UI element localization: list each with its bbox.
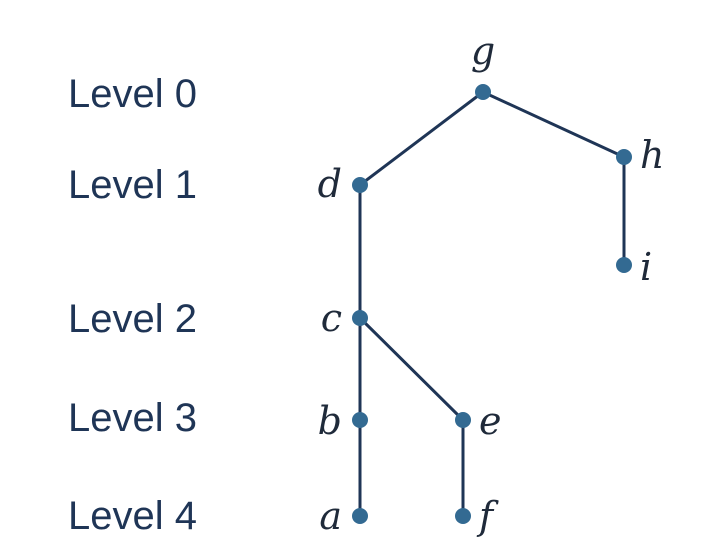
node-label-i: i bbox=[640, 245, 652, 289]
tree-edges bbox=[358, 90, 626, 518]
node-label-h: h bbox=[640, 133, 664, 177]
node-b bbox=[352, 412, 368, 428]
node-label-e: e bbox=[479, 399, 502, 443]
edge-g-h bbox=[481, 90, 626, 159]
node-label-f: f bbox=[476, 494, 499, 538]
level-label-1: Level 1 bbox=[68, 163, 197, 207]
edge-c-e bbox=[358, 316, 465, 422]
edge-g-d bbox=[358, 90, 485, 187]
node-g bbox=[475, 84, 491, 100]
level-label-4: Level 4 bbox=[68, 494, 197, 538]
node-label-b: b bbox=[318, 399, 342, 443]
node-f bbox=[455, 508, 471, 524]
level-label-0: Level 0 bbox=[68, 72, 197, 116]
node-label-a: a bbox=[319, 494, 342, 538]
node-label-d: d bbox=[318, 162, 342, 206]
level-label-3: Level 3 bbox=[68, 396, 197, 440]
node-labels: g d h i c b e a f bbox=[318, 29, 665, 538]
node-a bbox=[352, 508, 368, 524]
node-d bbox=[352, 177, 368, 193]
node-h bbox=[616, 149, 632, 165]
node-e bbox=[455, 412, 471, 428]
level-label-2: Level 2 bbox=[68, 297, 197, 341]
level-labels: Level 0 Level 1 Level 2 Level 3 Level 4 bbox=[68, 72, 197, 538]
tree-nodes bbox=[352, 84, 632, 524]
node-label-g: g bbox=[471, 29, 495, 73]
node-label-c: c bbox=[321, 296, 342, 340]
node-i bbox=[616, 257, 632, 273]
node-c bbox=[352, 310, 368, 326]
